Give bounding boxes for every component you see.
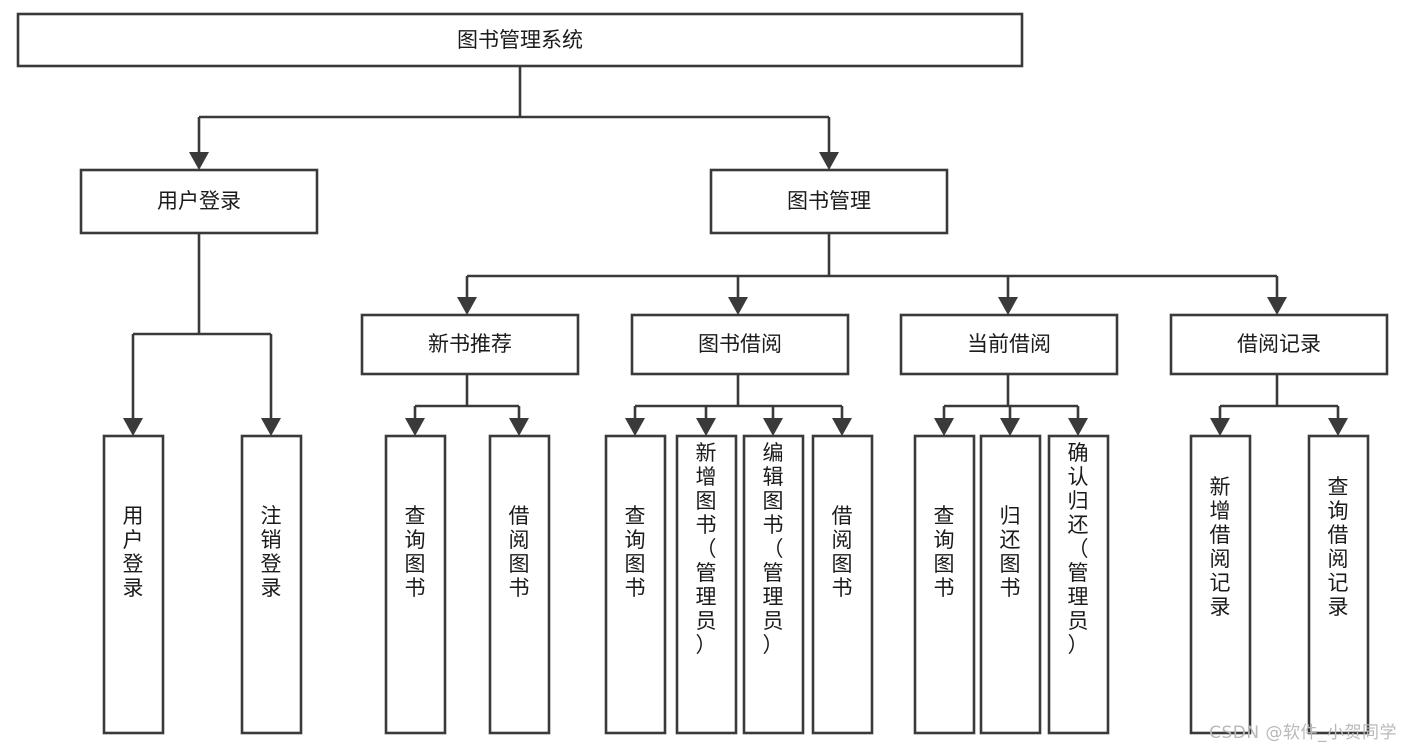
node-root-box[interactable] (16, 12, 1024, 68)
node-leaf-add-book-admin[interactable]: 新增图书（管理员） (675, 434, 738, 735)
node-new-book-recommend-box[interactable] (360, 313, 580, 376)
node-leaf-confirm-return-admin-box[interactable] (1047, 434, 1110, 735)
node-leaf-query-book-3[interactable]: 查询图书 (913, 434, 976, 735)
arrow-head-new-book-recommend (457, 297, 477, 315)
node-leaf-user-login-box[interactable] (102, 434, 165, 735)
node-book-borrow[interactable]: 图书借阅 (630, 313, 850, 376)
arrow-head-leaf-borrow-book-2 (832, 418, 852, 436)
node-leaf-return-book-box[interactable] (979, 434, 1042, 735)
arrow-head-book-management (819, 152, 839, 170)
node-leaf-edit-book-admin[interactable]: 编辑图书（管理员） (742, 434, 805, 735)
node-leaf-borrow-book-1-label: 借阅图书 (509, 504, 530, 600)
node-leaf-return-book-label: 归还图书 (1000, 504, 1021, 600)
node-new-book-recommend-label: 新书推荐 (428, 332, 512, 356)
node-user-login-label: 用户登录 (157, 189, 241, 213)
arrow-head-leaf-query-book-3 (934, 418, 954, 436)
node-book-management-label: 图书管理 (787, 189, 871, 213)
node-borrow-record-box[interactable] (1169, 313, 1389, 376)
node-leaf-add-borrow-record-box[interactable] (1189, 434, 1252, 735)
node-leaf-borrow-book-1-box[interactable] (488, 434, 551, 735)
arrow-head-borrow-record (1267, 297, 1287, 315)
node-leaf-logout-login-box[interactable] (240, 434, 303, 735)
node-new-book-recommend[interactable]: 新书推荐 (360, 313, 580, 376)
arrow-head-leaf-query-book-1 (405, 418, 425, 436)
arrow-head-leaf-logout-login (261, 418, 281, 436)
arrow-head-book-borrow (728, 297, 748, 315)
node-leaf-borrow-book-2-label: 借阅图书 (832, 504, 853, 600)
node-leaf-query-book-2-box[interactable] (604, 434, 667, 735)
node-leaf-query-book-3-label: 查询图书 (934, 504, 955, 600)
node-leaf-add-borrow-record-label: 新增借阅记录 (1210, 475, 1231, 619)
node-leaf-add-book-admin-box[interactable] (675, 434, 738, 735)
node-root-label: 图书管理系统 (457, 28, 583, 52)
arrow-head-leaf-user-login (123, 418, 143, 436)
arrow-head-leaf-return-book (1000, 418, 1020, 436)
node-leaf-edit-book-admin-label: 编辑图书（管理员） (763, 441, 784, 657)
connector-group-root (189, 66, 839, 170)
node-leaf-logout-login-label: 注销登录 (261, 504, 282, 600)
node-leaf-query-book-2[interactable]: 查询图书 (604, 434, 667, 735)
node-leaf-query-book-2-label: 查询图书 (625, 504, 646, 600)
arrow-head-leaf-add-book-admin (696, 418, 716, 436)
node-leaf-borrow-book-2-box[interactable] (811, 434, 874, 735)
node-user-login[interactable]: 用户登录 (79, 168, 319, 235)
arrow-head-current-borrow (998, 297, 1018, 315)
node-borrow-record-label: 借阅记录 (1237, 332, 1321, 356)
node-leaf-query-borrow-record-label: 查询借阅记录 (1328, 475, 1349, 619)
node-book-borrow-box[interactable] (630, 313, 850, 376)
connector-group-current-borrow (934, 374, 1088, 436)
node-current-borrow[interactable]: 当前借阅 (899, 313, 1119, 376)
node-book-borrow-label: 图书借阅 (698, 332, 782, 356)
arrow-head-leaf-query-borrow-record (1328, 418, 1348, 436)
node-root[interactable]: 图书管理系统 (16, 12, 1024, 68)
node-leaf-add-borrow-record[interactable]: 新增借阅记录 (1189, 434, 1252, 735)
node-leaf-confirm-return-admin-label: 确认归还（管理员） (1068, 441, 1089, 657)
node-leaf-edit-book-admin-box[interactable] (742, 434, 805, 735)
node-book-management[interactable]: 图书管理 (709, 168, 949, 235)
connector-group-book-borrow (625, 374, 852, 436)
arrow-head-leaf-edit-book-admin (763, 418, 783, 436)
node-leaf-user-login[interactable]: 用户登录 (102, 434, 165, 735)
connector-group-user-login (123, 233, 281, 436)
node-current-borrow-label: 当前借阅 (967, 332, 1051, 356)
arrow-head-leaf-query-book-2 (625, 418, 645, 436)
node-borrow-record[interactable]: 借阅记录 (1169, 313, 1389, 376)
connector-group-borrow-record (1210, 374, 1348, 436)
node-leaf-add-book-admin-label: 新增图书（管理员） (696, 441, 717, 657)
node-leaf-query-book-1-label: 查询图书 (405, 504, 426, 600)
arrow-head-leaf-add-borrow-record (1210, 418, 1230, 436)
node-leaf-return-book[interactable]: 归还图书 (979, 434, 1042, 735)
node-leaf-query-borrow-record[interactable]: 查询借阅记录 (1307, 434, 1370, 735)
node-leaf-confirm-return-admin[interactable]: 确认归还（管理员） (1047, 434, 1110, 735)
node-leaf-user-login-label: 用户登录 (123, 504, 144, 600)
node-leaf-borrow-book-2[interactable]: 借阅图书 (811, 434, 874, 735)
connector-group-new-book-recommend (405, 374, 529, 436)
node-leaf-borrow-book-1[interactable]: 借阅图书 (488, 434, 551, 735)
node-leaf-logout-login[interactable]: 注销登录 (240, 434, 303, 735)
node-book-management-box[interactable] (709, 168, 949, 235)
node-current-borrow-box[interactable] (899, 313, 1119, 376)
arrow-head-leaf-confirm-return-admin (1068, 418, 1088, 436)
node-leaf-query-book-1-box[interactable] (384, 434, 447, 735)
arrow-head-user-login (189, 152, 209, 170)
arrow-head-leaf-borrow-book-1 (509, 418, 529, 436)
node-leaf-query-borrow-record-box[interactable] (1307, 434, 1370, 735)
node-user-login-box[interactable] (79, 168, 319, 235)
connector-group-book-management (457, 233, 1287, 315)
node-leaf-query-book-1[interactable]: 查询图书 (384, 434, 447, 735)
node-leaf-query-book-3-box[interactable] (913, 434, 976, 735)
